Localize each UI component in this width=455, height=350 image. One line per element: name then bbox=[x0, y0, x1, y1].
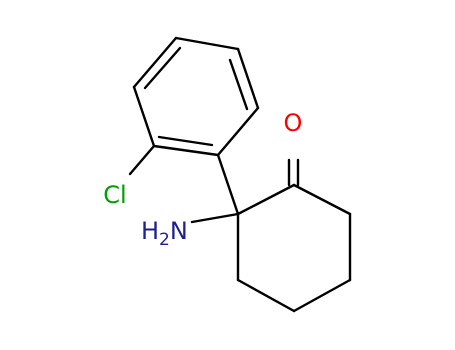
bond-ring-f-inner bbox=[143, 46, 182, 90]
bond-cyclo-b bbox=[292, 183, 352, 216]
bond-ring-d-inner bbox=[157, 135, 214, 147]
bond-cyclo-a bbox=[236, 183, 296, 216]
bond-ring-f bbox=[132, 36, 178, 89]
bond-ring-e bbox=[132, 85, 156, 148]
bond-cyclo-d bbox=[292, 278, 352, 313]
oxygen-label: O bbox=[284, 109, 303, 137]
chlorine-label: Cl bbox=[103, 181, 126, 209]
bonds bbox=[128, 36, 352, 313]
atom-labels: O Cl H2N bbox=[103, 109, 302, 250]
bond-ring-a bbox=[174, 36, 240, 51]
bond-ring-b-inner bbox=[228, 58, 249, 111]
bond-chlorine bbox=[128, 144, 156, 176]
bond-ring-b bbox=[236, 47, 260, 110]
bond-amine bbox=[190, 212, 240, 224]
amine-n: N bbox=[170, 217, 188, 245]
bond-cyclo-e bbox=[236, 278, 296, 313]
amine-h: H bbox=[141, 217, 159, 245]
amine-subscript: 2 bbox=[159, 230, 170, 250]
amine-label: H2N bbox=[141, 217, 188, 250]
bond-ring-d bbox=[152, 144, 220, 157]
bond-aryl-quaternary bbox=[216, 153, 240, 216]
bond-ring-c bbox=[216, 106, 260, 157]
